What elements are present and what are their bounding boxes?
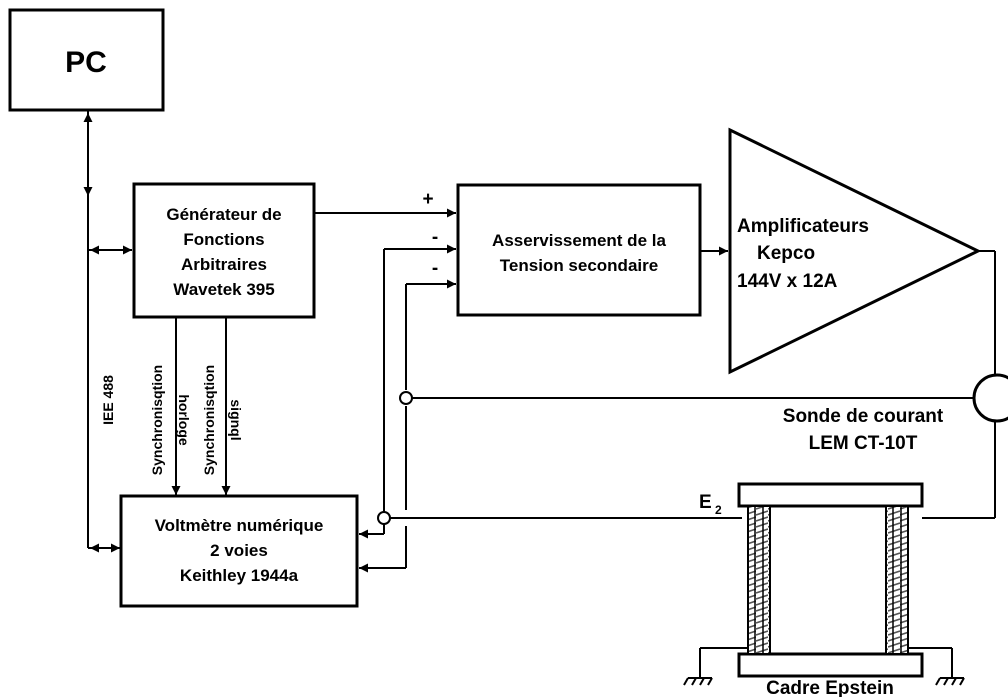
right-coil [885, 505, 909, 655]
minus-sign-1: - [432, 227, 438, 248]
voltmeter-line-2: 2 voies [210, 541, 268, 560]
probe-label-1: Sonde de courant [783, 406, 944, 427]
sync-signal-label-2: signql [228, 399, 244, 440]
e2-subscript: 2 [715, 503, 722, 517]
signal-wires: + - - [314, 189, 996, 573]
generator-line-2: Fonctions [183, 230, 264, 249]
amplifier-line-2: Kepco [757, 243, 815, 264]
epstein-frame-label: Cadre Epstein [766, 678, 894, 697]
epstein-frame: E 2 Cadre Epstein [683, 482, 965, 697]
controller-line-2: Tension secondaire [500, 256, 658, 275]
e2-junction-dot [377, 511, 391, 525]
current-probe-ring [972, 373, 1008, 423]
sync-signal-label-1: Synchronisqtion [201, 365, 217, 475]
e2-label: E [699, 492, 712, 513]
pc-block: PC [8, 8, 165, 112]
amplifier-block: Amplificateurs Kepco 144V x 12A [728, 127, 982, 375]
generator-line-1: Générateur de [166, 205, 281, 224]
generator-line-4: Wavetek 395 [173, 280, 274, 299]
sync-clock-label-1: Synchronisqtion [149, 365, 165, 475]
sync-clock-label-2: horloge [176, 394, 192, 446]
sync-lines: Synchronisqtion horloge Synchronisqtion … [149, 318, 244, 495]
left-coil [747, 505, 771, 655]
amplifier-line-1: Amplificateurs [737, 216, 869, 237]
pc-label: PC [65, 46, 107, 79]
voltmeter-line-3: Keithley 1944a [180, 566, 299, 585]
ieee-bus-label: IEE 488 [100, 375, 116, 425]
ieee-bus: IEE 488 [83, 111, 132, 553]
probe-label-2: LEM CT-10T [809, 433, 918, 454]
controller-line-1: Asservissement de la [492, 231, 666, 250]
probe-junction-dot [399, 391, 413, 405]
function-generator-block: Générateur de Fonctions Arbitraires Wave… [132, 182, 316, 319]
minus-sign-2: - [432, 258, 438, 279]
voltmeter-line-1: Voltmètre numérique [155, 516, 324, 535]
generator-line-3: Arbitraires [181, 255, 267, 274]
controller-block: Asservissement de la Tension secondaire [456, 183, 702, 317]
current-probe: Sonde de courant LEM CT-10T [783, 373, 1008, 454]
amplifier-line-3: 144V x 12A [737, 271, 838, 292]
plus-sign: + [422, 189, 433, 210]
voltmeter-block: Voltmètre numérique 2 voies Keithley 194… [119, 494, 359, 608]
